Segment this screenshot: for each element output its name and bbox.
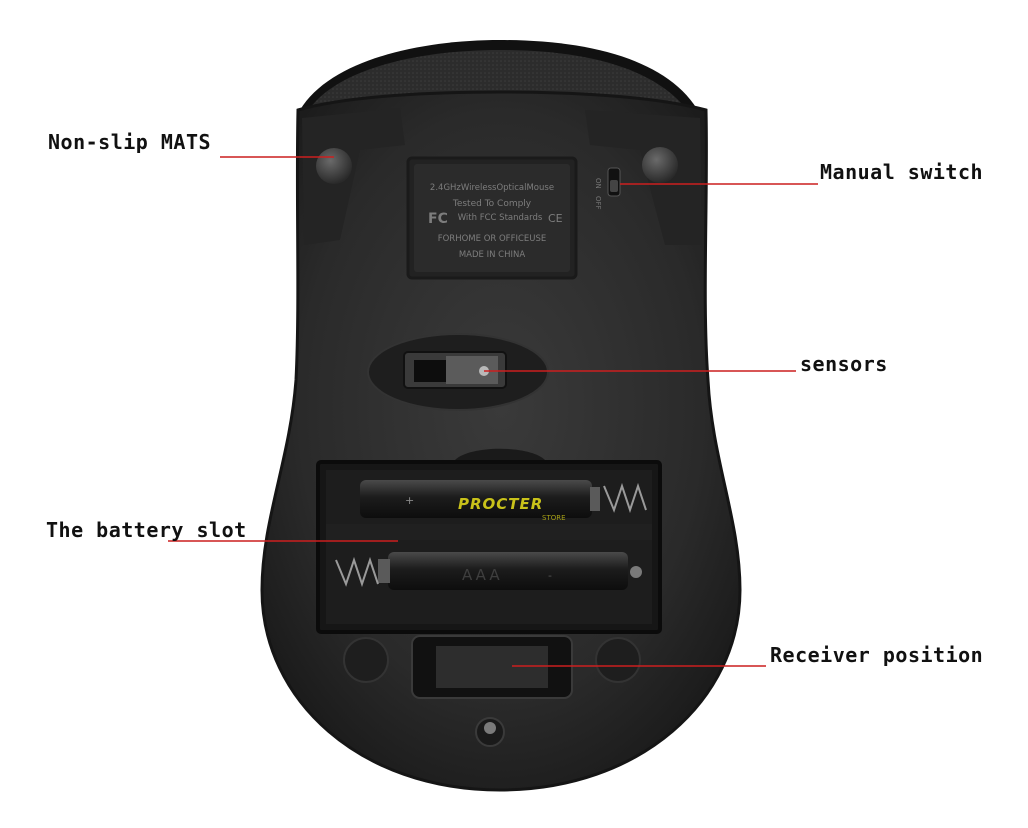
battery-bottom-minus: -	[548, 569, 552, 582]
callout-lines	[168, 156, 818, 667]
ce-mark: CE	[548, 212, 563, 225]
battery-top-plus: +	[405, 494, 414, 507]
non-slip-mat-bottom-right	[595, 637, 641, 683]
right-front-pad-area	[585, 110, 702, 245]
label-line-3: With FCC Standards	[458, 213, 543, 223]
callout-receiver-position: Receiver position	[770, 643, 984, 667]
battery-brand: PROCTER	[458, 495, 543, 513]
switch-on-mark: ON	[594, 178, 602, 189]
spring-contact-top	[603, 482, 647, 514]
battery-top	[360, 480, 592, 518]
manual-switch-knob	[610, 180, 618, 192]
battery-bottom	[388, 552, 628, 590]
left-front-pad-area	[302, 108, 405, 245]
callout-sensors: sensors	[800, 352, 888, 376]
callout-non-slip-mats: Non-slip MATS	[48, 130, 212, 154]
non-slip-mat-right	[642, 147, 678, 183]
battery-brand-sub: STORE	[542, 514, 566, 522]
callout-manual-switch: Manual switch	[820, 160, 984, 184]
label-line-4: FORHOME OR OFFICEUSE	[438, 234, 547, 244]
fcc-mark: FC	[428, 211, 448, 227]
label-line-2: Tested To Comply	[452, 199, 532, 209]
non-slip-mat-left	[316, 148, 352, 184]
label-line-1: 2.4GHzWirelessOpticalMouse	[430, 183, 554, 193]
spring-contact-bottom	[335, 556, 379, 588]
battery-aaa-label: AAA	[462, 566, 503, 584]
callout-battery-slot: The battery slot	[46, 518, 247, 542]
switch-off-mark: OFF	[594, 196, 602, 210]
non-slip-mat-bottom-left	[343, 637, 389, 683]
label-line-5: MADE IN CHINA	[459, 250, 526, 260]
